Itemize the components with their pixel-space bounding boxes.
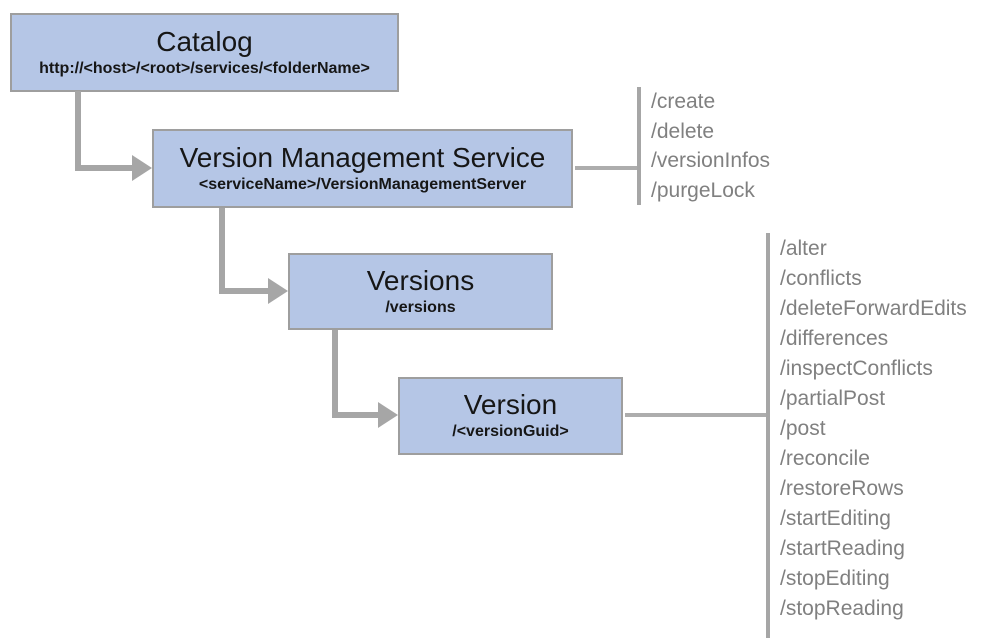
operation-startreading: /startReading (780, 537, 905, 560)
node-versions-title: Versions (366, 264, 475, 296)
node-versions-url: /versions (385, 298, 456, 316)
connector-vms-versions-vertical (219, 208, 225, 294)
arrowhead-icon (268, 278, 288, 304)
operation-alter: /alter (780, 237, 827, 260)
arrowhead-icon (378, 402, 398, 428)
operation-stopreading: /stopReading (780, 597, 904, 620)
operation-post: /post (780, 417, 826, 440)
node-catalog-url: http://<host>/<root>/services/<folderNam… (39, 59, 370, 77)
version-operations-list: /alter /conflicts /deleteForwardEdits /d… (780, 234, 967, 624)
operation-partialpost: /partialPost (780, 387, 886, 410)
connector-catalog-vms-vertical (75, 91, 81, 171)
operation-purgelock: /purgeLock (651, 178, 755, 202)
version-operations-bar (766, 233, 770, 638)
connector-catalog-vms-horizontal (75, 165, 133, 171)
operation-create: /create (651, 90, 716, 113)
connector-vms-operations (575, 166, 637, 170)
operation-conflicts: /conflicts (780, 267, 862, 290)
connector-versions-version-vertical (332, 330, 338, 418)
operation-reconcile: /reconcile (780, 447, 870, 470)
node-versions: Versions /versions (288, 253, 553, 330)
node-version-url: /<versionGuid> (452, 423, 569, 440)
connector-version-operations (625, 413, 766, 417)
node-vms-title: Version Management Service (179, 141, 546, 173)
operation-inspectconflicts: /inspectConflicts (780, 357, 933, 380)
operation-startediting: /startEditing (780, 507, 891, 530)
operation-delete: /delete (651, 119, 715, 143)
connector-vms-versions-horizontal (219, 288, 269, 294)
node-vms-url: <serviceName>/VersionManagementServer (198, 175, 527, 193)
vms-operations-bar (637, 87, 641, 205)
operation-restorerows: /restoreRows (780, 477, 904, 500)
vms-operations-list: /create /delete /versionInfos /purgeLock (651, 87, 770, 205)
operation-differences: /differences (780, 327, 889, 350)
node-version-title: Version (463, 389, 558, 420)
operation-stopediting: /stopEditing (780, 567, 890, 590)
operation-versioninfos: /versionInfos (651, 149, 771, 172)
node-version: Version /<versionGuid> (398, 377, 623, 455)
node-version-management-service: Version Management Service <serviceName>… (152, 129, 573, 208)
connector-versions-version-horizontal (332, 412, 379, 418)
node-catalog-title: Catalog (156, 25, 253, 57)
node-catalog: Catalog http://<host>/<root>/services/<f… (10, 13, 399, 92)
operation-deleteforwardedits: /deleteForwardEdits (780, 297, 967, 320)
arrowhead-icon (132, 155, 152, 181)
